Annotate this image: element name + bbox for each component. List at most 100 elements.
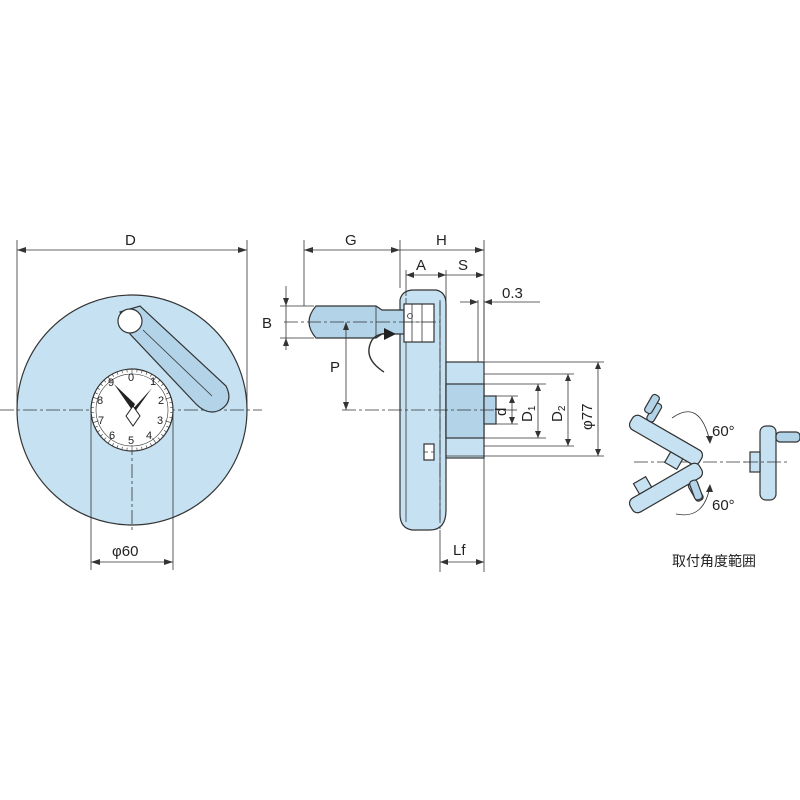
dial-tick (97, 387, 101, 390)
dial-tick (161, 383, 164, 387)
dial-tick (166, 425, 170, 428)
angle-label-upper: 60° (712, 423, 735, 440)
dial-tick (150, 373, 153, 377)
dial-tick (94, 425, 98, 428)
dim-arrow (484, 299, 492, 305)
dim-arrow (283, 338, 289, 346)
dim-phi60-label: φ60 (112, 543, 138, 560)
dim-arrow (164, 559, 173, 565)
dial-tick (165, 420, 172, 423)
dim-arrow (535, 431, 541, 438)
dial-tick (97, 430, 101, 433)
dial-number: 7 (98, 415, 104, 427)
dim-arrow (343, 322, 349, 330)
dial-tick (166, 392, 170, 395)
handle-mount (403, 303, 435, 343)
dial-counter: 1 2 3 4 5 6 7 8 9 0 (90, 368, 174, 452)
dim-arrow (535, 384, 541, 391)
dial-tick (145, 445, 148, 449)
dim-D2-label: D2 (549, 405, 568, 422)
dial-tick (91, 416, 95, 418)
dial-tick (121, 446, 123, 450)
dim-phi77-label: φ77 (579, 404, 596, 430)
dim-arrow (475, 247, 484, 253)
dim-arrow (476, 272, 484, 278)
dim-A-label: A (416, 257, 426, 274)
dim-arrow (391, 247, 400, 253)
angle-label-lower: 60° (712, 497, 735, 514)
dial-number: 6 (109, 430, 115, 442)
dial-pointer-diamond (125, 405, 141, 427)
dial-tick (103, 437, 107, 441)
dim-gap-label: 0.3 (502, 285, 523, 302)
dim-arrow (91, 559, 100, 565)
tilted-wheel-body (628, 414, 704, 466)
dial-tick (107, 376, 112, 382)
dial-hand-short (132, 388, 152, 413)
crank-pivot (117, 308, 143, 334)
wheel-hub-boss (445, 383, 485, 439)
dim-D-label: D (125, 232, 136, 249)
dim-arrow (406, 272, 414, 278)
dim-arrow (706, 436, 713, 444)
upright-wheel-handle (775, 431, 800, 443)
dial-tick (169, 402, 173, 404)
dim-arrow (595, 449, 601, 456)
dial-number: 8 (97, 395, 103, 407)
dial-number: 1 (150, 376, 156, 388)
dim-G-label: G (345, 232, 357, 249)
dim-arrow (706, 484, 713, 492)
mounting-angle-view: 60° 60° 取付角度範囲 (628, 393, 800, 570)
dial-number: 9 (108, 377, 114, 389)
dial-tick (116, 445, 119, 449)
dim-B-label: B (262, 315, 272, 332)
dial-tick (100, 383, 103, 387)
tilted-handle-tip (644, 393, 660, 415)
dial-tick (91, 402, 95, 404)
upright-wheel (744, 425, 800, 501)
side-view: G H A S 0.3 B P (262, 232, 604, 572)
dim-arrow (509, 396, 515, 403)
dial-hand-long (114, 384, 135, 410)
angle-caption: 取付角度範囲 (672, 553, 756, 570)
dim-arrow (304, 247, 313, 253)
dim-arrow (470, 299, 478, 305)
dial-tick (163, 387, 167, 390)
dim-arrow (438, 272, 446, 278)
dial-tick (103, 379, 107, 383)
dial-tick (157, 437, 161, 441)
dim-S-label: S (458, 257, 468, 274)
dial-number: 3 (157, 415, 163, 427)
dim-arrow (238, 247, 247, 253)
dim-arrow (17, 247, 26, 253)
dial-tick (92, 420, 99, 423)
dial-number: 2 (158, 395, 164, 407)
rotation-arrow (368, 332, 393, 373)
dial-tick (111, 443, 114, 447)
tilted-wheel-hub (663, 451, 684, 471)
angle-arc-upper (671, 411, 711, 443)
dial-tick (152, 438, 157, 444)
crank-handle (117, 305, 230, 413)
tilted-wheel-body (628, 462, 704, 514)
dim-arrow (440, 559, 448, 565)
dim-arrow (565, 374, 571, 381)
tilted-handle-tip (689, 479, 703, 501)
crank-arm-highlight (142, 329, 213, 397)
dial-tick (111, 373, 114, 377)
dial-number: 4 (146, 430, 152, 442)
tilted-wheel-hub (632, 475, 653, 495)
dial-tick (169, 416, 173, 418)
dial-tick (116, 371, 119, 375)
dim-arrow (476, 559, 484, 565)
upper-tilted-wheel (628, 402, 704, 471)
dial-tick (141, 370, 143, 374)
dim-H-label: H (436, 232, 447, 249)
dial-tick (92, 397, 99, 400)
upright-wheel-body (759, 425, 777, 501)
dim-arrow (343, 402, 349, 410)
crank-arm (119, 305, 230, 413)
dial-tick (157, 379, 161, 383)
dial-tick (94, 392, 98, 395)
